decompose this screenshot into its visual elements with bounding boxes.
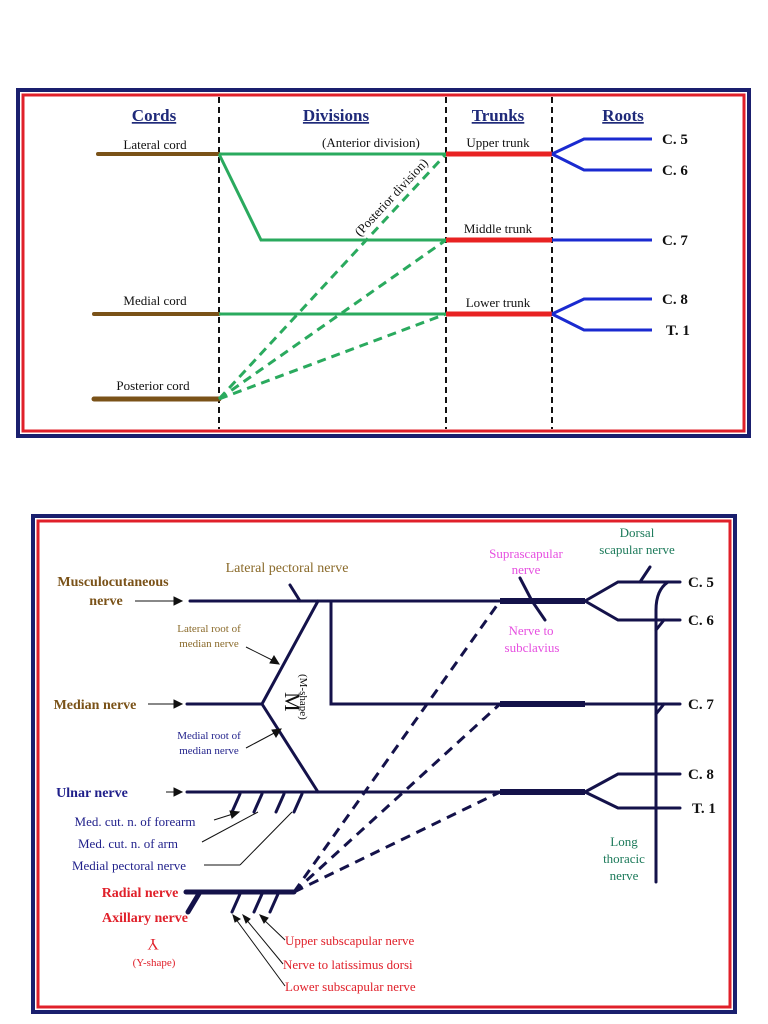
latissimus-dorsi-label: Nerve to latissimus dorsi (283, 957, 413, 972)
lower-subscapular-label: Lower subscapular nerve (285, 979, 416, 994)
d2-root-c5-label: C. 5 (688, 575, 714, 591)
lateral-root-label-2: median nerve (179, 638, 239, 650)
dorsal-scapular-label-2: scapular nerve (599, 542, 675, 557)
frame-outer (16, 88, 751, 438)
m-shape-label: (M-shape) (297, 674, 309, 720)
header-trunks: Trunks (472, 106, 525, 125)
posterior-divisions-2 (292, 600, 502, 894)
middle-trunk-label: Middle trunk (464, 221, 533, 236)
lateral-pectoral-label: Lateral pectoral nerve (226, 561, 349, 576)
trunk-lines (446, 151, 552, 317)
med-cut-forearm-label: Med. cut. n. of forearm (75, 814, 196, 829)
subclavius-label-1: Nerve to (508, 623, 553, 638)
median-nerve-label: Median nerve (54, 698, 137, 713)
pointer-arrows (135, 596, 293, 987)
root-c7-label: C. 7 (662, 233, 688, 249)
root-lines (551, 137, 652, 332)
root-c8-label: C. 8 (662, 292, 688, 308)
subclavius-label-2: subclavius (505, 640, 560, 655)
cord-lines (91, 152, 222, 402)
trunk-lines-2 (500, 598, 585, 795)
nerve-lines (183, 565, 682, 915)
y-shape-label: (Y-shape) (133, 957, 176, 969)
dorsal-scapular-label-1: Dorsal (620, 525, 655, 540)
med-cut-arm-label: Med. cut. n. of arm (78, 836, 178, 851)
medial-root-label-1: Medial root of (177, 730, 241, 742)
posterior-divisions (217, 152, 448, 401)
suprascapular-label-2: nerve (512, 562, 541, 577)
diagram-terminal-branches: Musculocutaneous nerve Median nerve Ulna… (31, 514, 737, 1014)
lateral-cord-label: Lateral cord (123, 137, 187, 152)
root-c5-label: C. 5 (662, 132, 688, 148)
anterior-divisions (217, 152, 446, 316)
lateral-root-label-1: Lateral root of (177, 623, 241, 635)
frame-inner (21, 93, 746, 433)
root-c6-label: C. 6 (662, 163, 688, 179)
lower-trunk-label: Lower trunk (466, 295, 531, 310)
medial-pectoral-label: Medial pectoral nerve (72, 858, 186, 873)
d2-root-c6-label: C. 6 (688, 613, 714, 629)
header-roots: Roots (602, 106, 644, 125)
musculocutaneous-label-2: nerve (89, 594, 122, 609)
d2-root-c8-label: C. 8 (688, 767, 714, 783)
y-letter: Y (147, 935, 159, 952)
diagram-cords-divisions-trunks-roots: Cords Divisions Trunks Roots Lateral cor… (16, 88, 751, 438)
long-thoracic-label-3: nerve (610, 868, 639, 883)
medial-root-label-2: median nerve (179, 745, 239, 757)
musculocutaneous-label-1: Musculocutaneous (57, 575, 169, 590)
root-t1-label: T. 1 (666, 323, 690, 339)
frame2-inner (36, 519, 732, 1009)
long-thoracic-label-1: Long (610, 834, 638, 849)
upper-subscapular-label: Upper subscapular nerve (285, 933, 414, 948)
d2-root-c7-label: C. 7 (688, 697, 714, 713)
medial-cord-label: Medial cord (123, 293, 187, 308)
upper-trunk-label: Upper trunk (466, 135, 530, 150)
suprascapular-label-1: Suprascapular (489, 546, 563, 561)
header-cords: Cords (132, 106, 177, 125)
m-letter: M (280, 692, 305, 712)
header-divisions: Divisions (303, 106, 370, 125)
anterior-division-label: (Anterior division) (322, 135, 420, 150)
radial-nerve-label: Radial nerve (102, 886, 179, 901)
d2-root-t1-label: T. 1 (692, 801, 716, 817)
posterior-cord-label: Posterior cord (116, 378, 190, 393)
axillary-nerve-label: Axillary nerve (102, 911, 188, 926)
ulnar-nerve-label: Ulnar nerve (56, 786, 128, 801)
long-thoracic-label-2: thoracic (603, 851, 645, 866)
